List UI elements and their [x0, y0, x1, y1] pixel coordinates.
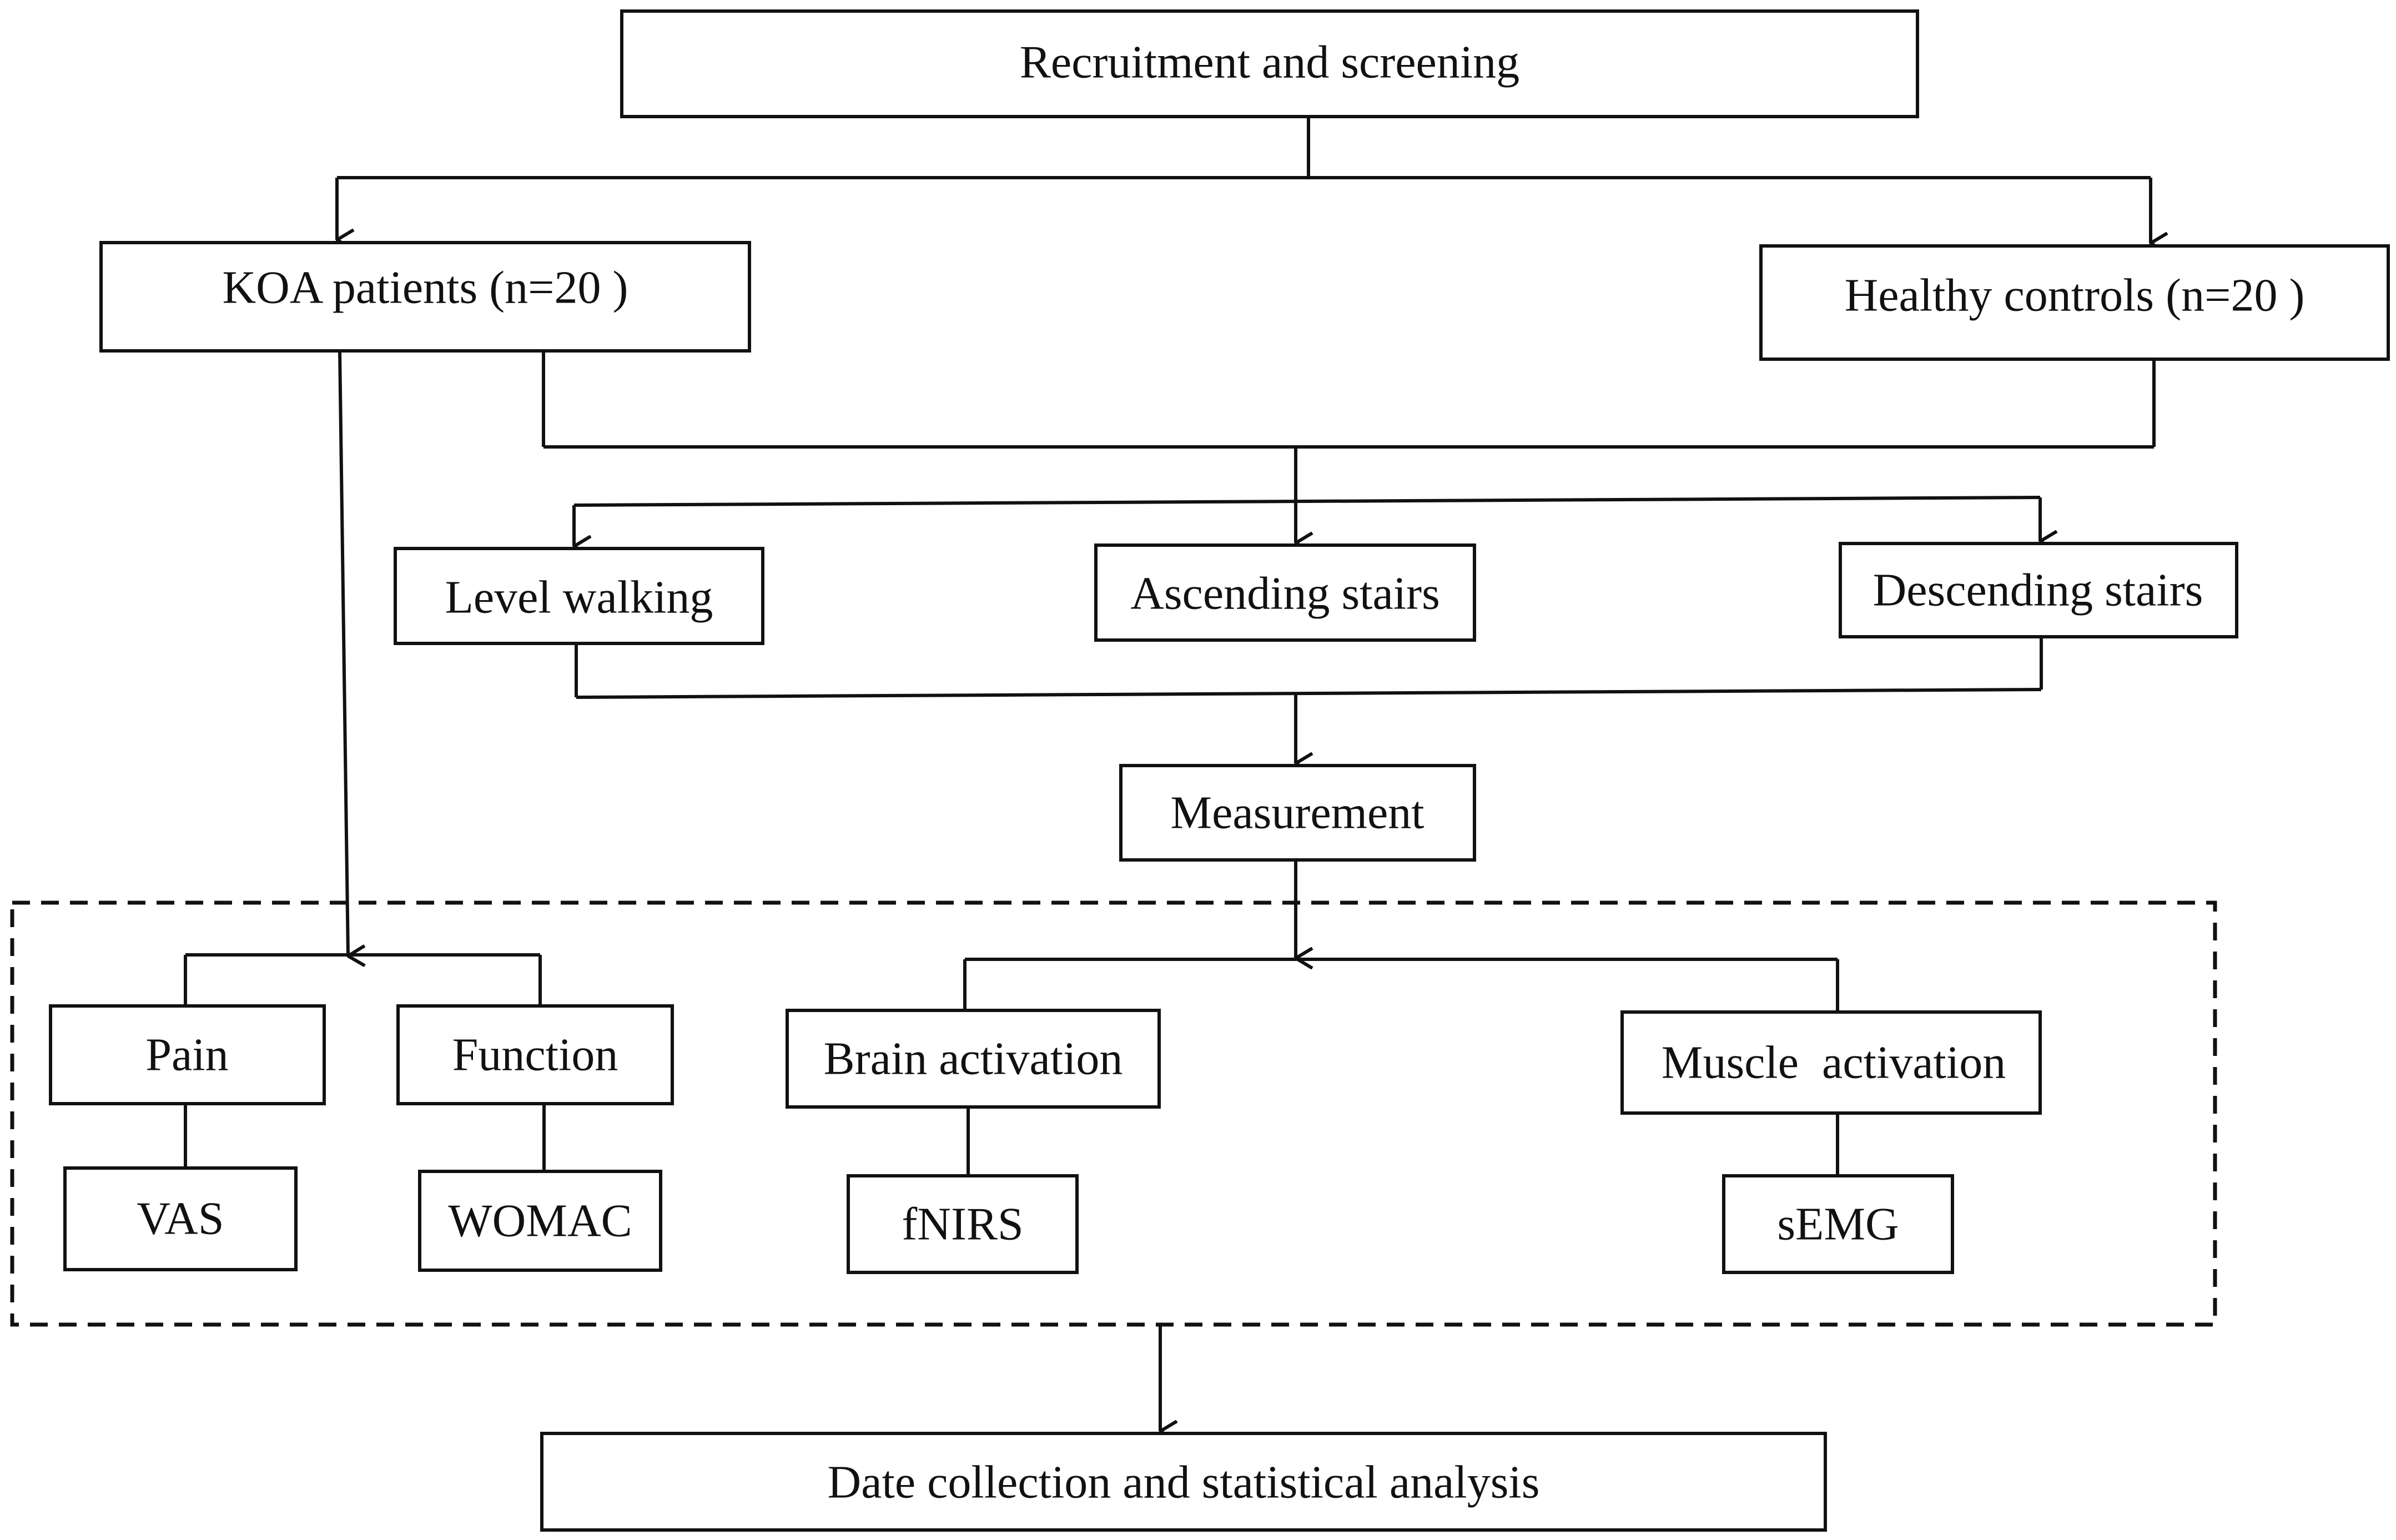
- function-label: Function: [452, 1029, 618, 1081]
- vas-label: VAS: [137, 1193, 224, 1245]
- koa-patients-label: KOA patients (n=20 ): [223, 262, 628, 314]
- healthy-controls-label: Healthy controls (n=20 ): [1845, 270, 2305, 321]
- node-pain: Pain: [49, 1004, 326, 1105]
- node-brain-activation: Brain activation: [786, 1009, 1161, 1109]
- connector-task-branch: [573, 496, 2041, 507]
- measurement-outcomes-region: [10, 900, 2217, 1327]
- node-muscle-activation: Muscle activation: [1620, 1010, 2042, 1115]
- node-vas: VAS: [63, 1166, 298, 1271]
- level-walking-label: Level walking: [445, 572, 713, 623]
- node-semg: sEMG: [1722, 1174, 1954, 1274]
- semg-label: sEMG: [1777, 1199, 1899, 1250]
- ascending-stairs-label: Ascending stairs: [1130, 568, 1440, 620]
- node-ascending-stairs: Ascending stairs: [1094, 543, 1476, 642]
- node-descending-stairs: Descending stairs: [1839, 542, 2238, 638]
- connector-tasks-merge: [576, 688, 2042, 699]
- node-measurement: Measurement: [1119, 764, 1476, 862]
- womac-label: WOMAC: [448, 1195, 632, 1247]
- node-level-walking: Level walking: [394, 547, 764, 645]
- node-recruitment: Recruitment and screening: [620, 9, 1919, 118]
- node-womac: WOMAC: [418, 1170, 662, 1272]
- recruitment-label: Recruitment and screening: [1020, 37, 1519, 88]
- connectors: [184, 117, 2154, 1431]
- arrow-koa-to-clinical: [338, 350, 348, 956]
- node-date-collection: Date collection and statistical analysis: [540, 1432, 1827, 1532]
- muscle-activation-label: Muscle activation: [1662, 1037, 2006, 1089]
- descending-stairs-label: Descending stairs: [1873, 565, 2203, 616]
- node-koa-patients: KOA patients (n=20 ): [99, 241, 751, 353]
- node-fnirs: fNIRS: [847, 1174, 1079, 1274]
- node-function: Function: [396, 1004, 674, 1105]
- date-collection-label: Date collection and statistical analysis: [828, 1457, 1540, 1508]
- node-healthy-controls: Healthy controls (n=20 ): [1759, 244, 2390, 361]
- measurement-label: Measurement: [1170, 787, 1424, 839]
- pain-label: Pain: [145, 1029, 228, 1081]
- brain-activation-label: Brain activation: [824, 1033, 1123, 1085]
- fnirs-label: fNIRS: [902, 1199, 1023, 1250]
